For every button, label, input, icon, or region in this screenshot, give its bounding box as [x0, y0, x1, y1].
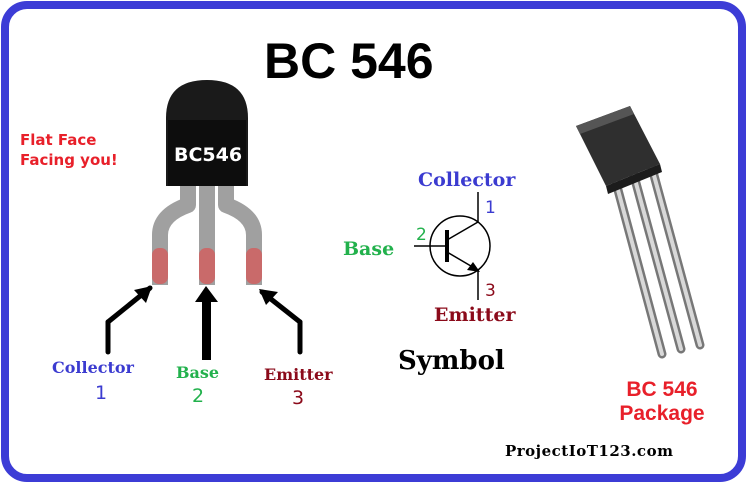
symbol-caption: Symbol	[398, 346, 505, 376]
arrow-head-emitter	[259, 289, 278, 305]
pin-number-base: 2	[192, 385, 205, 407]
orientation-note: Flat Face Facing you!	[20, 130, 118, 170]
pin-label-collector: Collector	[52, 358, 134, 377]
package-caption: BC 546 Package	[619, 378, 705, 425]
page-title: BC 546	[264, 33, 434, 89]
symbol-label-emitter: Emitter	[434, 304, 516, 326]
orientation-note-line-2: Facing you!	[20, 151, 118, 169]
pin-label-base: Base	[176, 363, 220, 382]
arrow-head-collector	[134, 286, 152, 303]
website-credit: ProjectIoT123.com	[505, 442, 674, 460]
lead-base	[199, 180, 215, 285]
lead-emitter	[218, 180, 262, 285]
lead-collector	[152, 180, 196, 285]
pin-number-collector: 1	[95, 382, 108, 404]
symbol-number-base: 2	[416, 225, 427, 245]
orientation-note-line-1: Flat Face	[20, 131, 97, 149]
arrow-to-base	[195, 286, 218, 360]
symbol-number-emitter: 3	[485, 281, 496, 301]
part-marking: BC546	[174, 144, 243, 166]
symbol-label-base: Base	[343, 238, 395, 260]
symbol-label-collector: Collector	[418, 169, 516, 191]
pin-number-emitter: 3	[292, 387, 305, 409]
symbol-number-collector: 1	[485, 198, 496, 218]
pin-label-emitter: Emitter	[264, 365, 333, 384]
package-leads	[609, 163, 705, 359]
